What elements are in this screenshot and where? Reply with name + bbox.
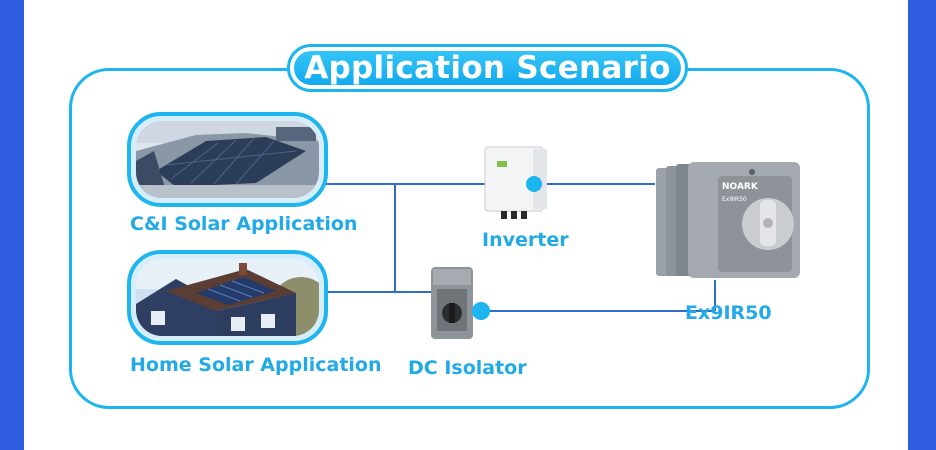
inverter-connection-dot xyxy=(526,176,542,192)
title-badge: Application Scenario xyxy=(287,44,688,92)
ex9ir50-image: NOARK Ex9IR50 xyxy=(652,160,804,284)
ex9ir50-model-text: Ex9IR50 xyxy=(722,196,747,203)
dc-isolator-label: DC Isolator xyxy=(408,357,527,379)
dc-isolator-image xyxy=(431,267,473,339)
ex9ir50-brand-text: NOARK xyxy=(722,182,758,192)
home-solar-label: Home Solar Application xyxy=(130,354,382,376)
home-solar-image xyxy=(136,259,319,336)
diagram-title: Application Scenario xyxy=(294,50,681,86)
inverter-image xyxy=(484,146,547,219)
inverter-label: Inverter xyxy=(482,229,569,251)
ci-solar-photo xyxy=(127,112,328,207)
ci-solar-label: C&I Solar Application xyxy=(130,213,358,235)
ci-solar-image xyxy=(136,121,319,198)
dc-isolator-connection-dot xyxy=(472,302,490,320)
ex9ir50-label: Ex9IR50 xyxy=(685,302,772,324)
home-solar-photo xyxy=(127,250,328,345)
ex9ir50-body xyxy=(656,162,800,278)
